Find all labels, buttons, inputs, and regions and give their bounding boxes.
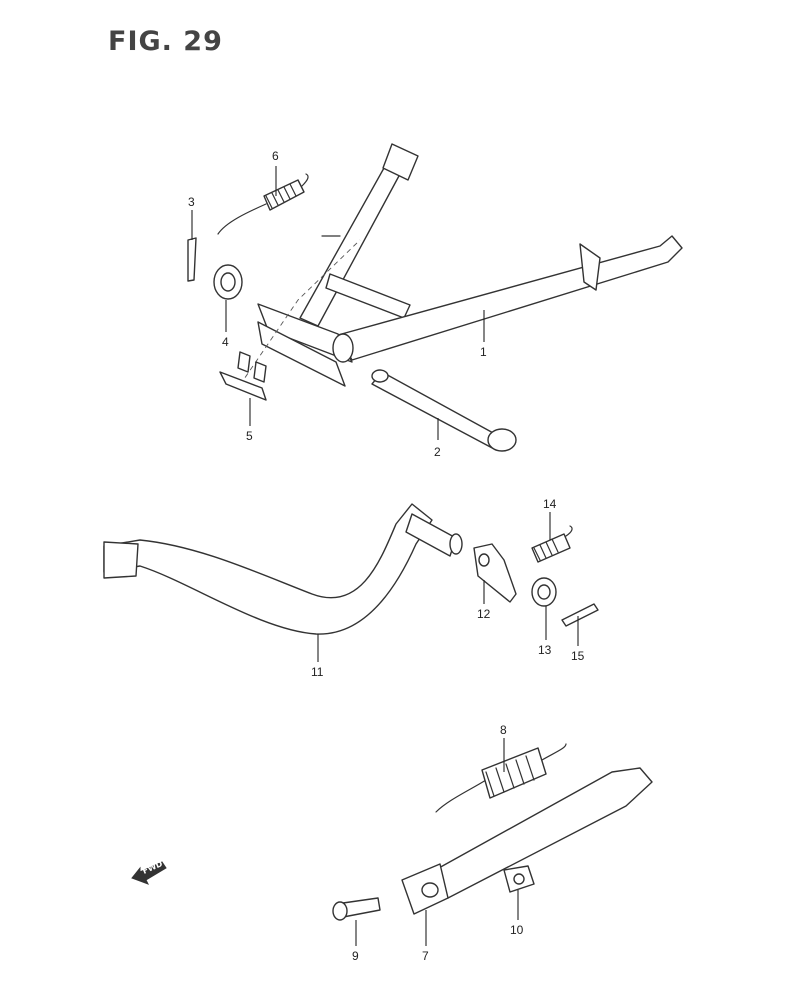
center-stand[interactable] (257, 143, 683, 387)
washer-4[interactable] (213, 264, 243, 300)
nut-10[interactable] (503, 865, 535, 893)
callout-12: 12 (477, 607, 491, 621)
callout-7: 7 (422, 949, 429, 963)
callout-11: 11 (311, 665, 324, 679)
side-stand[interactable] (401, 767, 653, 915)
fwd-arrow-icon: FWD (131, 859, 167, 885)
cotter-pin-15[interactable] (561, 603, 599, 627)
spring-8[interactable] (435, 743, 567, 813)
pivot-shaft[interactable] (371, 369, 517, 452)
brake-pedal[interactable] (103, 503, 463, 635)
spring-14[interactable] (531, 525, 573, 563)
callout-5: 5 (246, 429, 253, 443)
callout-2: 2 (434, 445, 441, 459)
brake-lever-12[interactable] (473, 543, 517, 603)
callout-1: 1 (480, 345, 487, 359)
bolt-9[interactable] (332, 897, 381, 921)
stopper-5[interactable] (219, 351, 267, 401)
callout-8: 8 (500, 723, 507, 737)
callout-6: 6 (272, 149, 279, 163)
spring-6[interactable] (217, 173, 309, 235)
callout-13: 13 (538, 643, 552, 657)
callout-4: 4 (222, 335, 229, 349)
callout-9: 9 (352, 949, 359, 963)
assembly-centerline (239, 239, 361, 386)
callout-14: 14 (543, 497, 557, 511)
figure-title: FIG. 29 (108, 26, 223, 57)
washer-13[interactable] (531, 577, 557, 607)
cotter-pin-3[interactable] (187, 237, 197, 282)
callout-15: 15 (571, 649, 585, 663)
leader-lines (191, 166, 579, 946)
callout-3: 3 (188, 195, 195, 209)
callout-10: 10 (510, 923, 524, 937)
